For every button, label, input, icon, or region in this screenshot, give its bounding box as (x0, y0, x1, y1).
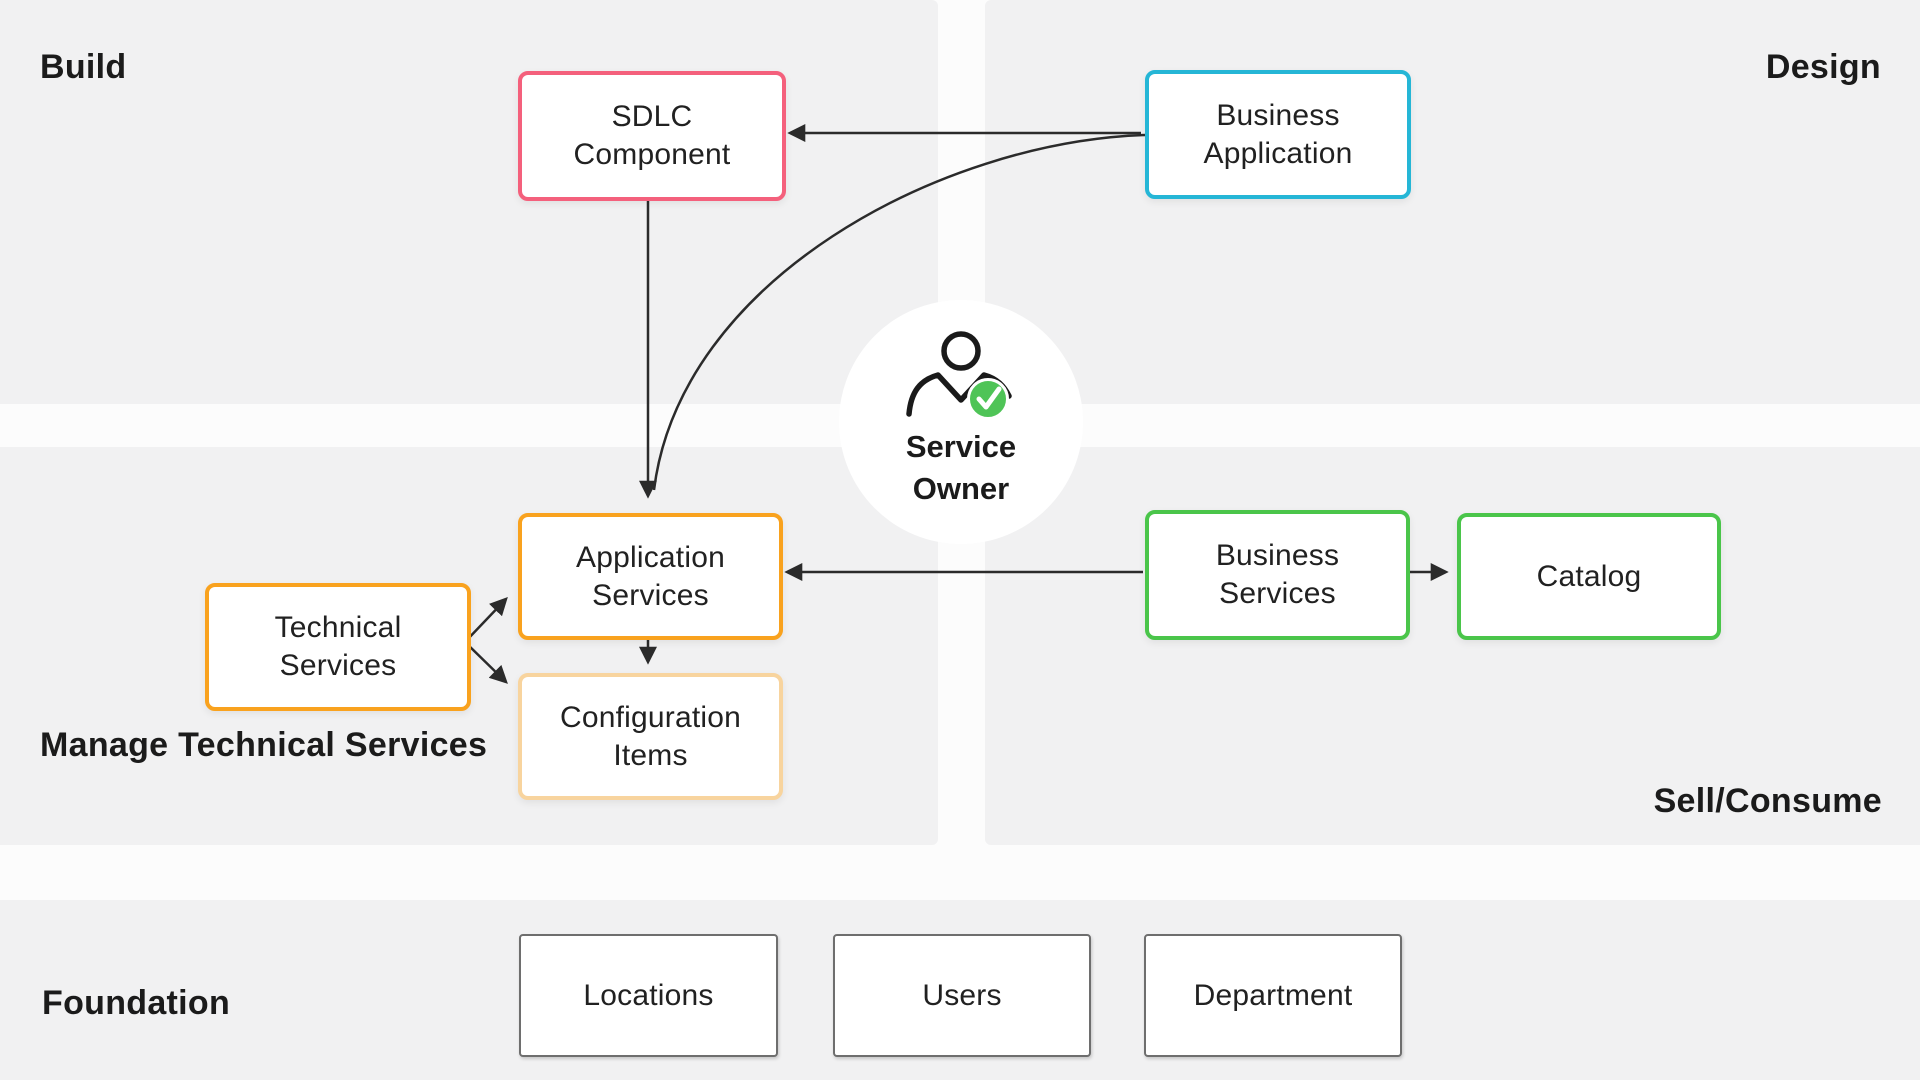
quadrant-panel-build (0, 0, 938, 404)
node-label: Department (1193, 978, 1353, 1012)
service-owner-label: Service Owner (841, 426, 1081, 510)
node-department: Department (1144, 934, 1402, 1057)
node-label: Users (922, 978, 1002, 1012)
node-catalog: Catalog (1457, 513, 1721, 640)
person-with-check-icon (906, 331, 1012, 420)
node-label: Items (613, 738, 688, 772)
service-owner-line2: Owner (912, 471, 1010, 506)
section-label-foundation: Foundation (42, 984, 231, 1022)
section-label-build: Build (40, 48, 127, 86)
node-label: Services (592, 578, 709, 612)
node-label: Services (279, 649, 397, 682)
arrow-technical-services-to-application-services (464, 597, 508, 643)
node-label: SDLC (611, 100, 693, 133)
node-locations: Locations (519, 934, 778, 1057)
node-label: Configuration (559, 700, 742, 734)
node-label: Component (573, 138, 731, 171)
node-label: Application (1203, 136, 1353, 170)
check-mark (976, 386, 1002, 410)
node-label: Application (576, 540, 725, 574)
node-sdlc-component: SDLC Component (518, 71, 786, 201)
manage-label-line2: Technical Services (178, 726, 488, 764)
node-application-services: Application Services (518, 513, 783, 640)
check-badge-icon (967, 378, 1009, 420)
arrow-technical-services-to-configuration-items (464, 641, 508, 684)
service-owner-line1: Service (905, 429, 1017, 464)
node-label: Technical (274, 611, 402, 644)
node-users: Users (833, 934, 1091, 1057)
service-owner-circle (839, 300, 1083, 544)
manage-label-line1: Manage (40, 726, 169, 764)
node-label: Services (1219, 577, 1336, 610)
quadrant-panel-design (985, 0, 1920, 404)
curve-business-application-to-application-services (652, 133, 1146, 491)
quadrant-panel-sell (985, 447, 1920, 845)
section-label-manage-technical-services: Manage Technical Services (40, 722, 487, 768)
connectors (464, 124, 1449, 684)
node-label: Locations (583, 978, 714, 1012)
node-label: Business (1216, 98, 1340, 132)
person-head (941, 331, 981, 371)
section-label-design: Design (1765, 48, 1881, 86)
node-configuration-items: Configuration Items (518, 673, 783, 800)
node-technical-services: Technical Services (205, 583, 471, 711)
node-business-application: Business Application (1145, 70, 1411, 199)
section-label-sell-consume: Sell/Consume (1653, 782, 1882, 820)
node-label: Catalog (1536, 559, 1642, 593)
node-business-services: Business Services (1145, 510, 1410, 640)
node-label: Business (1215, 539, 1340, 572)
